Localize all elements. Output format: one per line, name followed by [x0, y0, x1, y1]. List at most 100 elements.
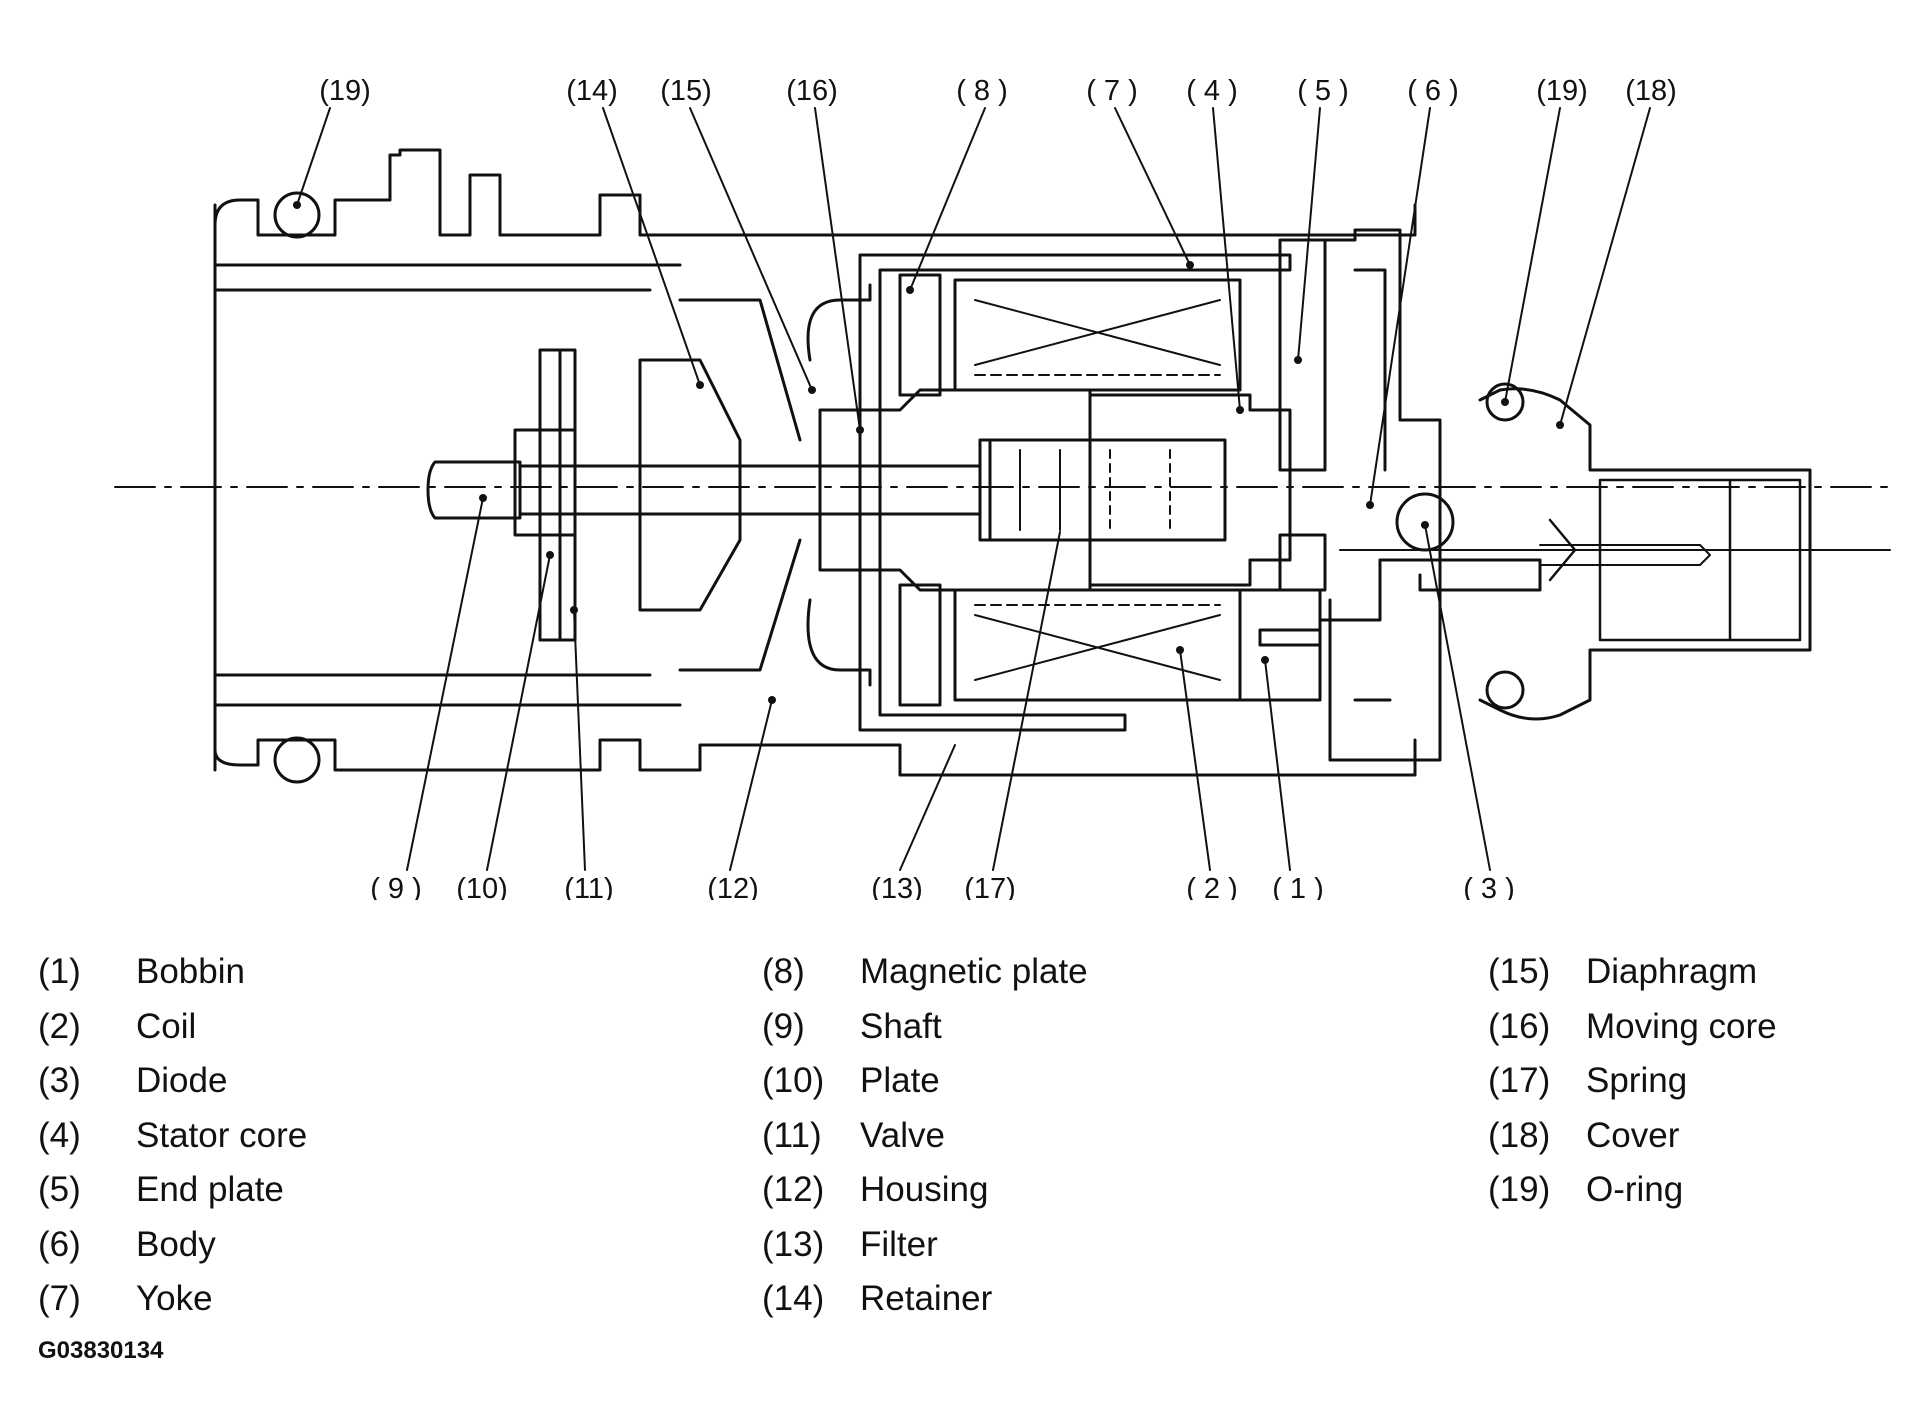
leader-6	[1369, 107, 1431, 506]
end-plate	[1278, 238, 1327, 472]
legend-number: (12)	[762, 1170, 825, 1209]
retainer	[638, 358, 742, 612]
legend-number: (7)	[38, 1279, 81, 1318]
legend-number: (11)	[762, 1115, 822, 1155]
legend-label: Housing	[860, 1170, 989, 1209]
legend-item: (15) Diaphragm	[1488, 945, 1888, 1000]
leader-18	[1559, 107, 1651, 426]
callout-13: (13)	[871, 873, 923, 900]
legend-item: (6) Body	[38, 1218, 698, 1273]
leader-10	[486, 554, 551, 871]
legend-label: Moving core	[1586, 1006, 1777, 1046]
legend-label: Retainer	[860, 1279, 993, 1318]
cover-connector	[1598, 478, 1802, 642]
leader-19a	[296, 107, 331, 206]
legend-number: (1)	[38, 952, 81, 991]
callout-18: (18)	[1625, 75, 1677, 107]
legend-label: Magnetic plate	[860, 952, 1088, 991]
legend-number: (14)	[762, 1279, 825, 1318]
legend-item: (1) Bobbin	[38, 945, 698, 1000]
legend-number: (17)	[1488, 1061, 1551, 1100]
legend-label: Spring	[1586, 1061, 1688, 1100]
legend-label: Stator core	[136, 1115, 308, 1155]
leader-12	[729, 699, 773, 871]
callout-9: ( 9 )	[370, 873, 422, 900]
legend-number: (18)	[1488, 1115, 1551, 1155]
leader-8	[909, 107, 986, 291]
legend-item: (16) Moving core	[1488, 1000, 1888, 1055]
legend-number: (3)	[38, 1061, 81, 1100]
leader-2	[1179, 649, 1211, 871]
legend-number: (13)	[762, 1224, 825, 1264]
legend-label: Valve	[860, 1115, 945, 1155]
legend-item: (2)Coil	[38, 1000, 698, 1055]
stator-core	[1088, 393, 1292, 587]
legend-number: (16)	[1488, 1006, 1551, 1046]
legend-number: (6)	[38, 1224, 81, 1264]
diaphragm	[806, 283, 872, 687]
legend-number: (4)	[38, 1115, 81, 1155]
legend-item: (8) Magnetic plate	[762, 945, 1422, 1000]
callout-10: (10)	[456, 873, 508, 900]
leader-1	[1264, 659, 1291, 871]
legend-item: (12) Housing	[762, 1163, 1422, 1218]
callout-3: ( 3 )	[1463, 873, 1515, 900]
housing-lower	[213, 738, 1417, 777]
callout-14: (14)	[566, 75, 618, 107]
callout-15: (15)	[660, 75, 712, 107]
legend-label: O-ring	[1586, 1170, 1684, 1209]
legend-item: (17) Spring	[1488, 1054, 1888, 1109]
coil-lower-x	[974, 614, 1221, 681]
terminal-pin	[1539, 544, 1711, 566]
leader-17	[992, 531, 1061, 871]
legend-number: (8)	[762, 952, 805, 991]
legend-label: Filter	[860, 1224, 938, 1264]
legend-label: Diaphragm	[1586, 952, 1758, 991]
legend-number: (5)	[38, 1170, 81, 1209]
leader-16	[814, 107, 861, 431]
leader-4	[1212, 107, 1241, 411]
legend-item: (19) O-ring	[1488, 1163, 1888, 1218]
body	[1323, 228, 1442, 762]
yoke	[858, 253, 1292, 732]
legend-label: Bobbin	[136, 952, 245, 991]
legend-label: Body	[136, 1224, 216, 1264]
callout-2: ( 2 )	[1186, 873, 1238, 900]
o-ring-left-top	[273, 191, 321, 239]
callout-12: (12)	[707, 873, 759, 900]
legend-item: (10) Plate	[762, 1054, 1422, 1109]
legend-label: Plate	[860, 1061, 940, 1100]
legend-number: (19)	[1488, 1170, 1551, 1209]
leader-19b	[1504, 107, 1561, 403]
legend-number: (10)	[762, 1061, 825, 1100]
callout-8: ( 8 )	[956, 75, 1008, 107]
legend-label: Cover	[1586, 1115, 1680, 1155]
legend-item: (14) Retainer	[762, 1272, 1422, 1327]
callout-11: (11)	[564, 873, 613, 900]
leader-9	[406, 497, 484, 871]
legend-label: Yoke	[136, 1279, 213, 1318]
legend-number: (9)	[762, 1006, 805, 1046]
legend-item: (11) Valve	[762, 1109, 1422, 1164]
coil-upper	[953, 278, 1242, 392]
plate	[513, 428, 577, 537]
cover	[1478, 387, 1812, 721]
leader-13	[899, 744, 956, 871]
callout-16: (16)	[786, 75, 838, 107]
spring-outer	[978, 438, 1227, 542]
legend-number: (15)	[1488, 952, 1551, 991]
leader-11	[573, 609, 586, 871]
callout-19-top-right: (19)	[1536, 75, 1588, 107]
callout-19-top-left: (19)	[319, 75, 371, 107]
legend-item: (9) Shaft	[762, 1000, 1422, 1055]
legend-item: (3)Diode	[38, 1054, 698, 1109]
legend-item: (13) Filter	[762, 1218, 1422, 1273]
legend-column-3: (15) Diaphragm (16) Moving core (17) Spring…	[1488, 945, 1888, 1218]
legend-item: (4) Stator core	[38, 1109, 698, 1164]
magnetic-plate	[898, 273, 942, 707]
legend-label: Shaft	[860, 1006, 942, 1046]
callout-6: ( 6 )	[1407, 75, 1459, 107]
o-ring-left-bottom	[273, 736, 321, 784]
coil-lower	[953, 588, 1242, 702]
legend-label: Coil	[136, 1006, 197, 1046]
